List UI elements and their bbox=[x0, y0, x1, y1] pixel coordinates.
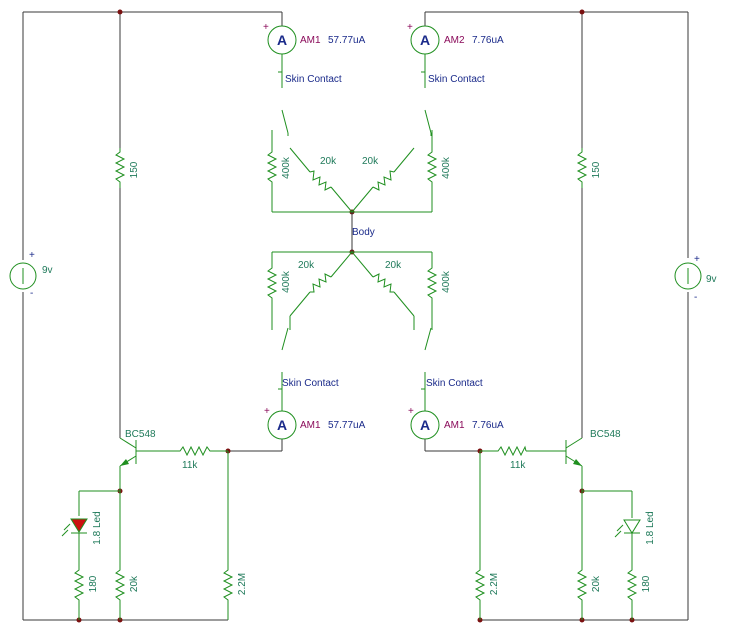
ammeter-top-right: A + AM2 7.76uA bbox=[407, 22, 504, 55]
led-right: 1.8 Led bbox=[582, 490, 656, 566]
resistor-2m2-right: 2.2M bbox=[474, 451, 500, 620]
battery-left: + - 9v bbox=[9, 250, 53, 299]
resistor-180-left: 180 bbox=[73, 566, 99, 620]
skin-contact-top-right: Skin Contact bbox=[421, 54, 485, 136]
led-left: 1.8 Led bbox=[61, 490, 120, 566]
svg-text:+: + bbox=[408, 406, 414, 417]
svg-text:20k: 20k bbox=[298, 260, 315, 271]
svg-text:Skin Contact: Skin Contact bbox=[285, 74, 342, 85]
wires-frame bbox=[22, 11, 689, 621]
svg-text:Skin Contact: Skin Contact bbox=[282, 378, 339, 389]
svg-text:20k: 20k bbox=[320, 156, 337, 167]
resistor-20k-left: 20k bbox=[114, 491, 140, 620]
svg-text:+: + bbox=[407, 22, 413, 33]
svg-text:9v: 9v bbox=[706, 274, 717, 285]
junction-dots bbox=[76, 9, 635, 623]
svg-text:150: 150 bbox=[591, 161, 602, 178]
battery-right: + - 9v bbox=[674, 254, 717, 303]
svg-text:AM1: AM1 bbox=[300, 35, 321, 46]
svg-text:20k: 20k bbox=[385, 260, 402, 271]
svg-text:A: A bbox=[277, 417, 287, 433]
svg-text:20k: 20k bbox=[362, 156, 379, 167]
resistor-20k-right: 20k bbox=[576, 491, 602, 620]
svg-text:+: + bbox=[263, 22, 269, 33]
svg-text:1.8 Led: 1.8 Led bbox=[92, 511, 103, 544]
resistor-150-left: 150 bbox=[114, 148, 140, 188]
body-label: Body bbox=[352, 227, 375, 238]
transistor-left: BC548 bbox=[119, 429, 176, 491]
svg-text:Skin Contact: Skin Contact bbox=[428, 74, 485, 85]
svg-text:BC548: BC548 bbox=[590, 429, 621, 440]
ammeter-top-left: A + AM1 57.77uA bbox=[263, 22, 366, 55]
resistor-150-right: 150 bbox=[576, 148, 602, 188]
svg-text:11k: 11k bbox=[510, 460, 526, 471]
svg-text:20k: 20k bbox=[129, 575, 140, 592]
svg-text:BC548: BC548 bbox=[125, 429, 156, 440]
svg-text:A: A bbox=[277, 32, 287, 48]
svg-text:Skin Contact: Skin Contact bbox=[426, 378, 483, 389]
svg-text:400k: 400k bbox=[281, 270, 292, 293]
svg-text:57.77uA: 57.77uA bbox=[328, 35, 366, 46]
svg-text:7.76uA: 7.76uA bbox=[472, 420, 504, 431]
svg-text:2.2M: 2.2M bbox=[489, 573, 500, 595]
skin-contact-bottom-right: Skin Contact bbox=[421, 327, 483, 411]
svg-text:180: 180 bbox=[641, 575, 652, 592]
svg-text:180: 180 bbox=[88, 575, 99, 592]
resistor-11k-right: 11k bbox=[480, 445, 527, 471]
svg-text:150: 150 bbox=[129, 161, 140, 178]
svg-text:AM1: AM1 bbox=[444, 420, 465, 431]
svg-text:AM1: AM1 bbox=[300, 420, 321, 431]
body-network-top: 400k 400k 20k 20k bbox=[266, 130, 452, 213]
svg-text:9v: 9v bbox=[42, 265, 53, 276]
svg-text:400k: 400k bbox=[441, 270, 452, 293]
svg-text:2.2M: 2.2M bbox=[237, 573, 248, 595]
svg-text:-: - bbox=[694, 292, 697, 303]
skin-contact-top-left: Skin Contact bbox=[278, 54, 342, 136]
body-network-bottom: 400k 400k 20k 20k bbox=[266, 251, 452, 330]
ammeter-bottom-right: A + AM1 7.76uA bbox=[408, 406, 504, 440]
svg-text:400k: 400k bbox=[281, 156, 292, 179]
ammeter-bottom-left: A + AM1 57.77uA bbox=[264, 406, 366, 440]
resistor-180-right: 180 bbox=[626, 566, 652, 620]
svg-text:400k: 400k bbox=[441, 156, 452, 179]
svg-text:+: + bbox=[29, 250, 35, 261]
resistor-11k-left: 11k bbox=[176, 445, 228, 471]
svg-text:20k: 20k bbox=[591, 575, 602, 592]
svg-text:A: A bbox=[420, 417, 430, 433]
svg-text:+: + bbox=[264, 406, 270, 417]
svg-text:1.8 Led: 1.8 Led bbox=[645, 511, 656, 544]
svg-text:-: - bbox=[30, 288, 33, 299]
resistor-2m2-left: 2.2M bbox=[222, 451, 248, 620]
svg-text:7.76uA: 7.76uA bbox=[472, 35, 504, 46]
svg-text:A: A bbox=[420, 32, 430, 48]
skin-contact-bottom-left: Skin Contact bbox=[278, 327, 339, 411]
svg-text:AM2: AM2 bbox=[444, 35, 465, 46]
svg-text:57.77uA: 57.77uA bbox=[328, 420, 366, 431]
svg-text:11k: 11k bbox=[182, 460, 198, 471]
svg-text:+: + bbox=[694, 254, 700, 265]
transistor-right: BC548 bbox=[526, 429, 621, 491]
